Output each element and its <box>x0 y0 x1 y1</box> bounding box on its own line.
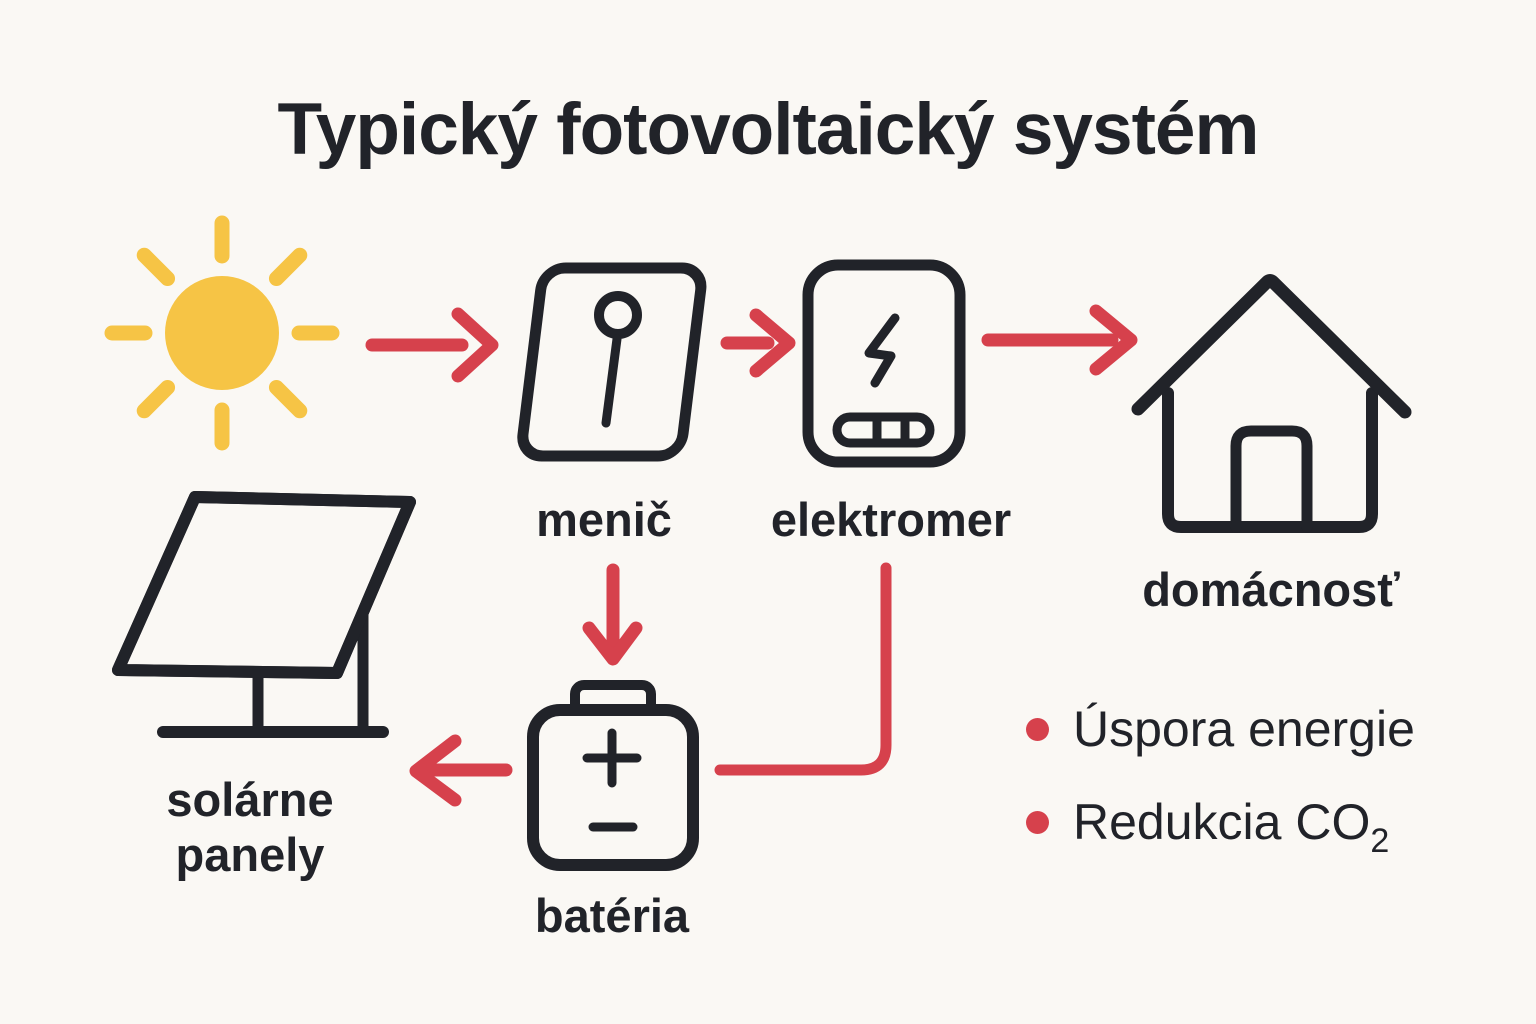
label-inverter: menič <box>536 493 672 546</box>
bullet-dot <box>1026 717 1049 741</box>
benefit-item-co2-reduction: Redukcia CO2 <box>1026 793 1389 860</box>
inverter-icon <box>517 262 707 462</box>
house-icon <box>1131 274 1412 533</box>
benefit-text-main: Redukcia CO <box>1073 794 1371 850</box>
bullet-dot <box>1026 810 1049 834</box>
label-solar-panels-line2: panely <box>175 828 325 881</box>
battery-icon <box>527 680 699 871</box>
label-meter: elektromer <box>770 493 1012 546</box>
door-icon <box>1230 425 1313 533</box>
solar-panel-icon <box>112 491 416 738</box>
page-title: Typický fotovoltaický systém <box>277 89 1260 170</box>
arrow-inverter-to-battery-head <box>582 621 643 666</box>
label-battery: batéria <box>534 889 690 942</box>
label-solar-panels-line1: solárne <box>166 773 334 826</box>
benefit-text: Redukcia CO2 <box>1073 793 1389 860</box>
arrow-sun-to-inverter-head <box>451 307 499 383</box>
benefit-text-subscript: 2 <box>1370 822 1390 860</box>
arrow-inverter-to-meter-head <box>749 308 796 378</box>
benefit-item-energy-savings: Úspora energie <box>1026 700 1415 758</box>
sun-icon <box>104 215 340 451</box>
plus-symbol-icon <box>582 728 642 788</box>
benefit-text: Úspora energie <box>1073 701 1415 757</box>
label-house: domácnosť <box>1142 563 1400 616</box>
label-solar-panels: solárne panely <box>166 772 333 882</box>
connector-meter-to-battery <box>714 562 892 776</box>
arrow-battery-to-panels-head <box>409 734 462 807</box>
lightning-bolt-icon <box>864 313 900 388</box>
electricity-meter-icon <box>802 259 966 468</box>
